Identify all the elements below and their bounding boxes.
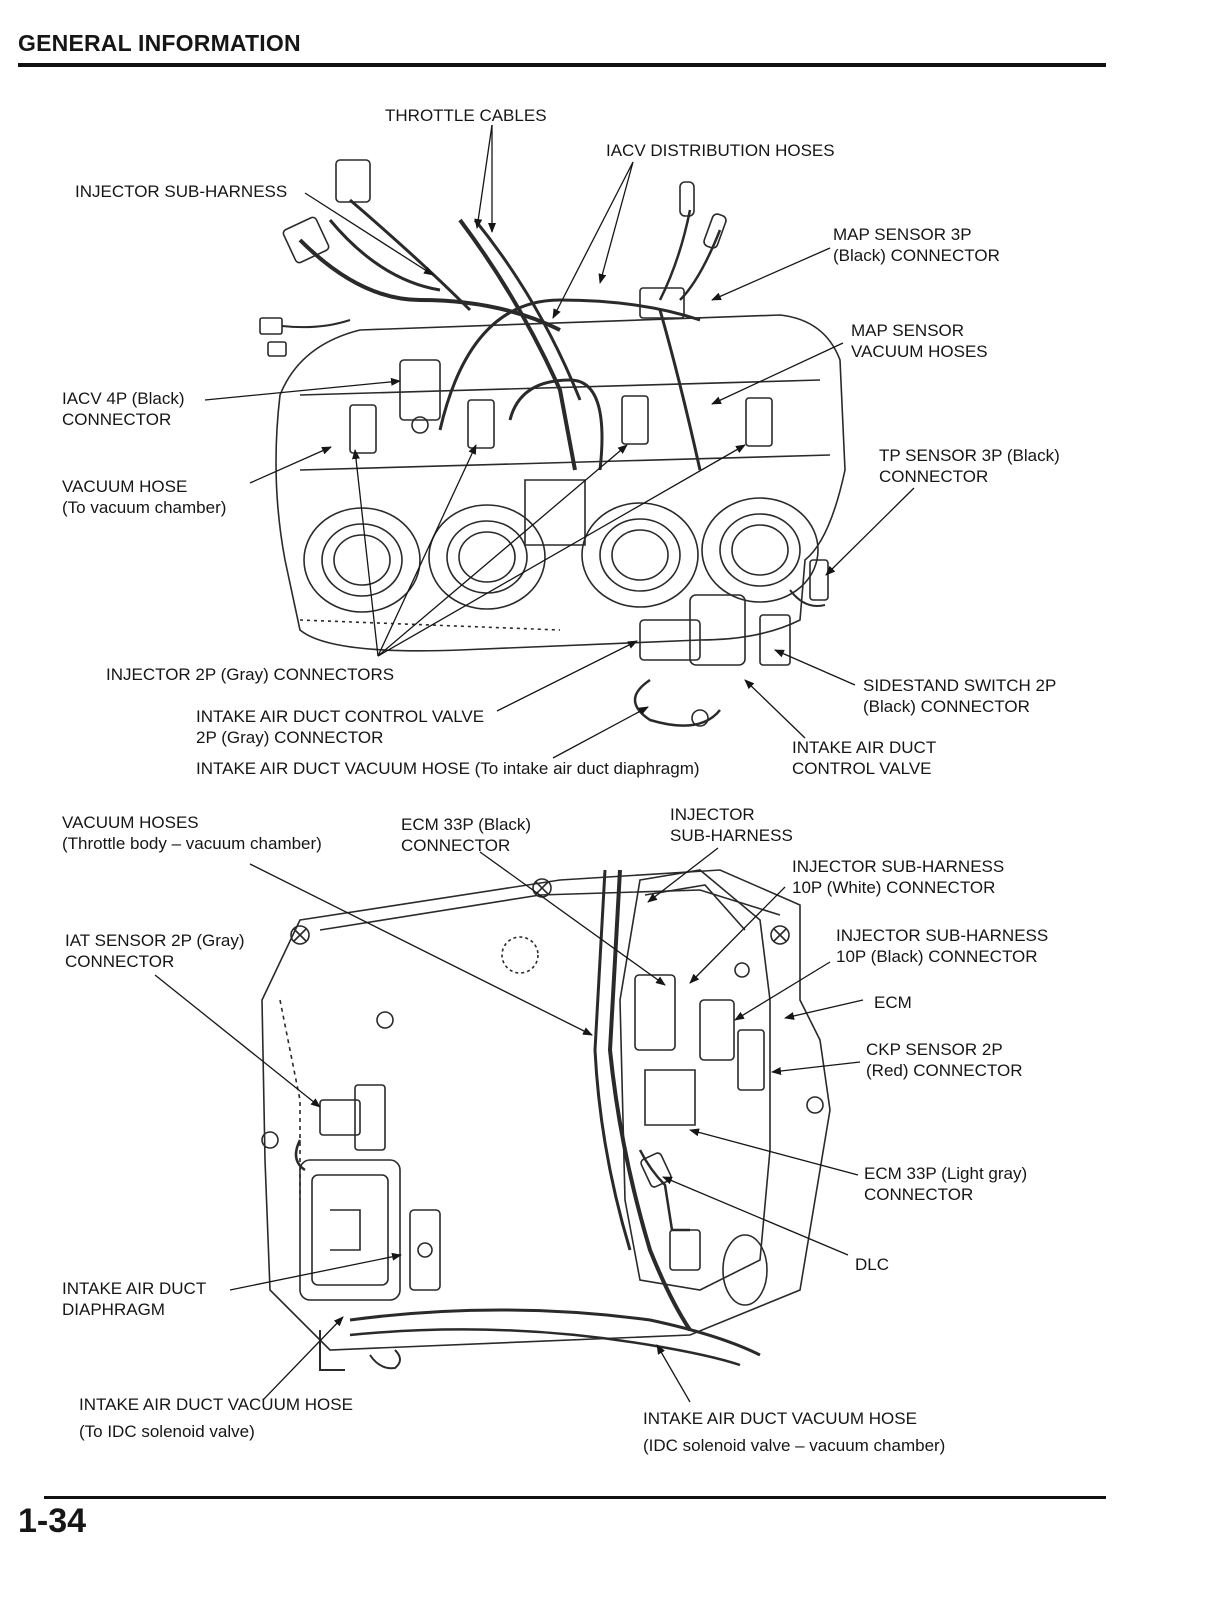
label-vacuum-hose: VACUUM HOSE (To vacuum chamber) <box>62 477 227 517</box>
section-title: GENERAL INFORMATION <box>18 30 301 56</box>
label-ecm: ECM <box>874 993 912 1012</box>
throttle-body-illustration <box>260 160 845 726</box>
label-ckp-sensor-connector: CKP SENSOR 2P (Red) CONNECTOR <box>866 1040 1023 1080</box>
leader-lines <box>155 125 914 1402</box>
label-map-sensor-connector: MAP SENSOR 3P (Black) CONNECTOR <box>833 225 1000 265</box>
label-intake-air-duct-control-valve: INTAKE AIR DUCT CONTROL VALVE <box>792 738 937 778</box>
label-sidestand-switch-connector: SIDESTAND SWITCH 2P (Black) CONNECTOR <box>863 676 1057 716</box>
label-dlc: DLC <box>855 1255 890 1274</box>
label-map-sensor-vacuum-hoses: MAP SENSOR VACUUM HOSES <box>851 321 988 361</box>
label-intake-air-duct-vacuum-hose-diaphragm: INTAKE AIR DUCT VACUUM HOSE (To intake a… <box>196 759 700 778</box>
label-ecm-33p-light-gray-connector: ECM 33P (Light gray) CONNECTOR <box>864 1164 1028 1204</box>
airbox-ecm-illustration <box>262 870 830 1370</box>
label-throttle-cables: THROTTLE CABLES <box>385 106 547 125</box>
label-ecm-33p-black-connector: ECM 33P (Black) CONNECTOR <box>401 815 532 855</box>
label-injector-sub-harness-white-connector: INJECTOR SUB-HARNESS 10P (White) CONNECT… <box>792 857 1005 897</box>
header-rule <box>18 63 1106 67</box>
label-tp-sensor-connector: TP SENSOR 3P (Black) CONNECTOR <box>879 446 1060 486</box>
label-intake-air-duct-vacuum-hose-idc: INTAKE AIR DUCT VACUUM HOSE (To IDC sole… <box>79 1395 353 1441</box>
label-injector-sub-harness-black-connector: INJECTOR SUB-HARNESS 10P (Black) CONNECT… <box>836 926 1049 966</box>
label-intake-air-duct-control-valve-connector: INTAKE AIR DUCT CONTROL VALVE 2P (Gray) … <box>196 707 485 747</box>
label-iacv-connector: IACV 4P (Black) CONNECTOR <box>62 389 185 429</box>
label-vacuum-hoses: VACUUM HOSES (Throttle body – vacuum cha… <box>62 813 322 853</box>
footer-rule <box>44 1496 1106 1499</box>
label-injector-sub-harness-bottom: INJECTOR SUB-HARNESS <box>670 805 793 845</box>
label-intake-air-duct-vacuum-hose-chamber: INTAKE AIR DUCT VACUUM HOSE (IDC solenoi… <box>643 1409 946 1455</box>
throttle-bores <box>304 498 818 612</box>
label-intake-air-duct-diaphragm: INTAKE AIR DUCT DIAPHRAGM <box>62 1279 207 1319</box>
label-injector-connectors: INJECTOR 2P (Gray) CONNECTORS <box>106 665 395 684</box>
label-iacv-distribution-hoses: IACV DISTRIBUTION HOSES <box>606 141 835 160</box>
label-injector-sub-harness: INJECTOR SUB-HARNESS <box>75 182 288 201</box>
label-iat-sensor-connector: IAT SENSOR 2P (Gray) CONNECTOR <box>65 931 245 971</box>
page-number: 1-34 <box>18 1502 87 1540</box>
